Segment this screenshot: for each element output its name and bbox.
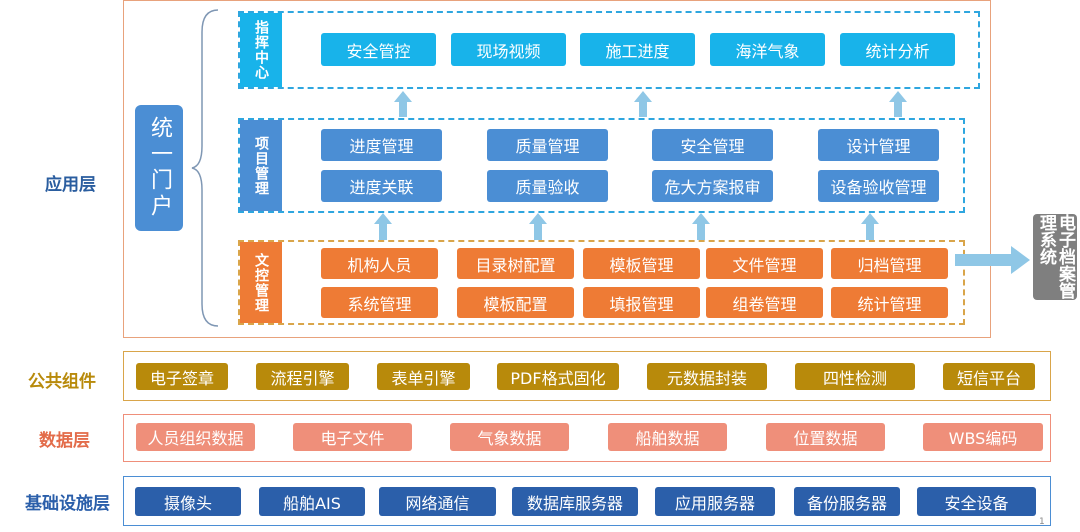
common-item: 元数据封装 — [647, 363, 767, 390]
command-item: 施工进度 — [580, 33, 695, 66]
data-item: 人员组织数据 — [136, 423, 255, 451]
command-center-group — [238, 11, 980, 89]
project-management-title: 项目管理 — [240, 120, 282, 211]
data-item: WBS编码 — [923, 423, 1043, 451]
document-control-title: 文控管理 — [240, 242, 282, 323]
common-item: PDF格式固化 — [497, 363, 619, 390]
project-item: 进度关联 — [321, 170, 442, 202]
data-item: 船舶数据 — [608, 423, 727, 451]
application-layer-frame — [123, 0, 991, 338]
page-number: 1 — [1039, 517, 1045, 527]
common-layer-frame — [123, 351, 1051, 401]
doccontrol-item: 组卷管理 — [706, 287, 823, 318]
infra-item: 安全设备 — [917, 487, 1036, 516]
project-item: 安全管理 — [652, 129, 773, 161]
command-center-title: 指挥中心 — [240, 13, 282, 87]
project-item: 设备验收管理 — [818, 170, 939, 202]
data-item: 电子文件 — [293, 423, 412, 451]
curly-brace — [191, 9, 219, 327]
common-item: 电子签章 — [136, 363, 228, 390]
infra-item: 数据库服务器 — [512, 487, 638, 516]
layer-label-data: 数据层 — [39, 431, 90, 451]
layer-label-infra: 基础设施层 — [25, 494, 110, 514]
project-item: 危大方案报审 — [652, 170, 773, 202]
up-arrow-icon — [861, 213, 879, 240]
unified-portal: 统一门户 — [135, 105, 183, 231]
up-arrow-icon — [692, 213, 710, 240]
project-item: 设计管理 — [818, 129, 939, 161]
doccontrol-item: 统计管理 — [831, 287, 948, 318]
layer-label-common: 公共组件 — [28, 372, 96, 392]
data-item: 气象数据 — [450, 423, 569, 451]
common-item: 流程引擎 — [256, 363, 349, 390]
common-item: 四性检测 — [795, 363, 915, 390]
project-item: 质量验收 — [487, 170, 608, 202]
doccontrol-item: 文件管理 — [706, 248, 823, 279]
up-arrow-icon — [634, 91, 652, 117]
common-item: 表单引擎 — [377, 363, 470, 390]
infra-item: 网络通信 — [379, 487, 496, 516]
archive-system: 电子档案管理系统 — [1033, 214, 1077, 300]
up-arrow-icon — [889, 91, 907, 117]
project-item: 质量管理 — [487, 129, 608, 161]
infra-layer-frame — [123, 476, 1051, 526]
right-arrow-icon — [955, 246, 1030, 274]
document-control-group — [238, 240, 965, 325]
project-item: 进度管理 — [321, 129, 442, 161]
command-item: 安全管控 — [321, 33, 436, 66]
layer-label-application: 应用层 — [45, 175, 96, 195]
doccontrol-item: 模板管理 — [583, 248, 700, 279]
doccontrol-item: 归档管理 — [831, 248, 948, 279]
infra-item: 船舶AIS — [259, 487, 365, 516]
up-arrow-icon — [374, 213, 392, 240]
command-item: 海洋气象 — [710, 33, 825, 66]
doccontrol-item: 目录树配置 — [457, 248, 574, 279]
command-item: 现场视频 — [451, 33, 566, 66]
doccontrol-item: 填报管理 — [583, 287, 700, 318]
project-management-group — [238, 118, 965, 213]
doccontrol-item: 机构人员 — [321, 248, 438, 279]
data-layer-frame — [123, 414, 1051, 462]
infra-item: 备份服务器 — [794, 487, 900, 516]
doccontrol-item: 系统管理 — [321, 287, 438, 318]
infra-item: 摄像头 — [135, 487, 241, 516]
common-item: 短信平台 — [943, 363, 1035, 390]
doccontrol-item: 模板配置 — [457, 287, 574, 318]
up-arrow-icon — [394, 91, 412, 117]
infra-item: 应用服务器 — [655, 487, 775, 516]
up-arrow-icon — [529, 213, 547, 240]
data-item: 位置数据 — [766, 423, 885, 451]
command-item: 统计分析 — [840, 33, 955, 66]
